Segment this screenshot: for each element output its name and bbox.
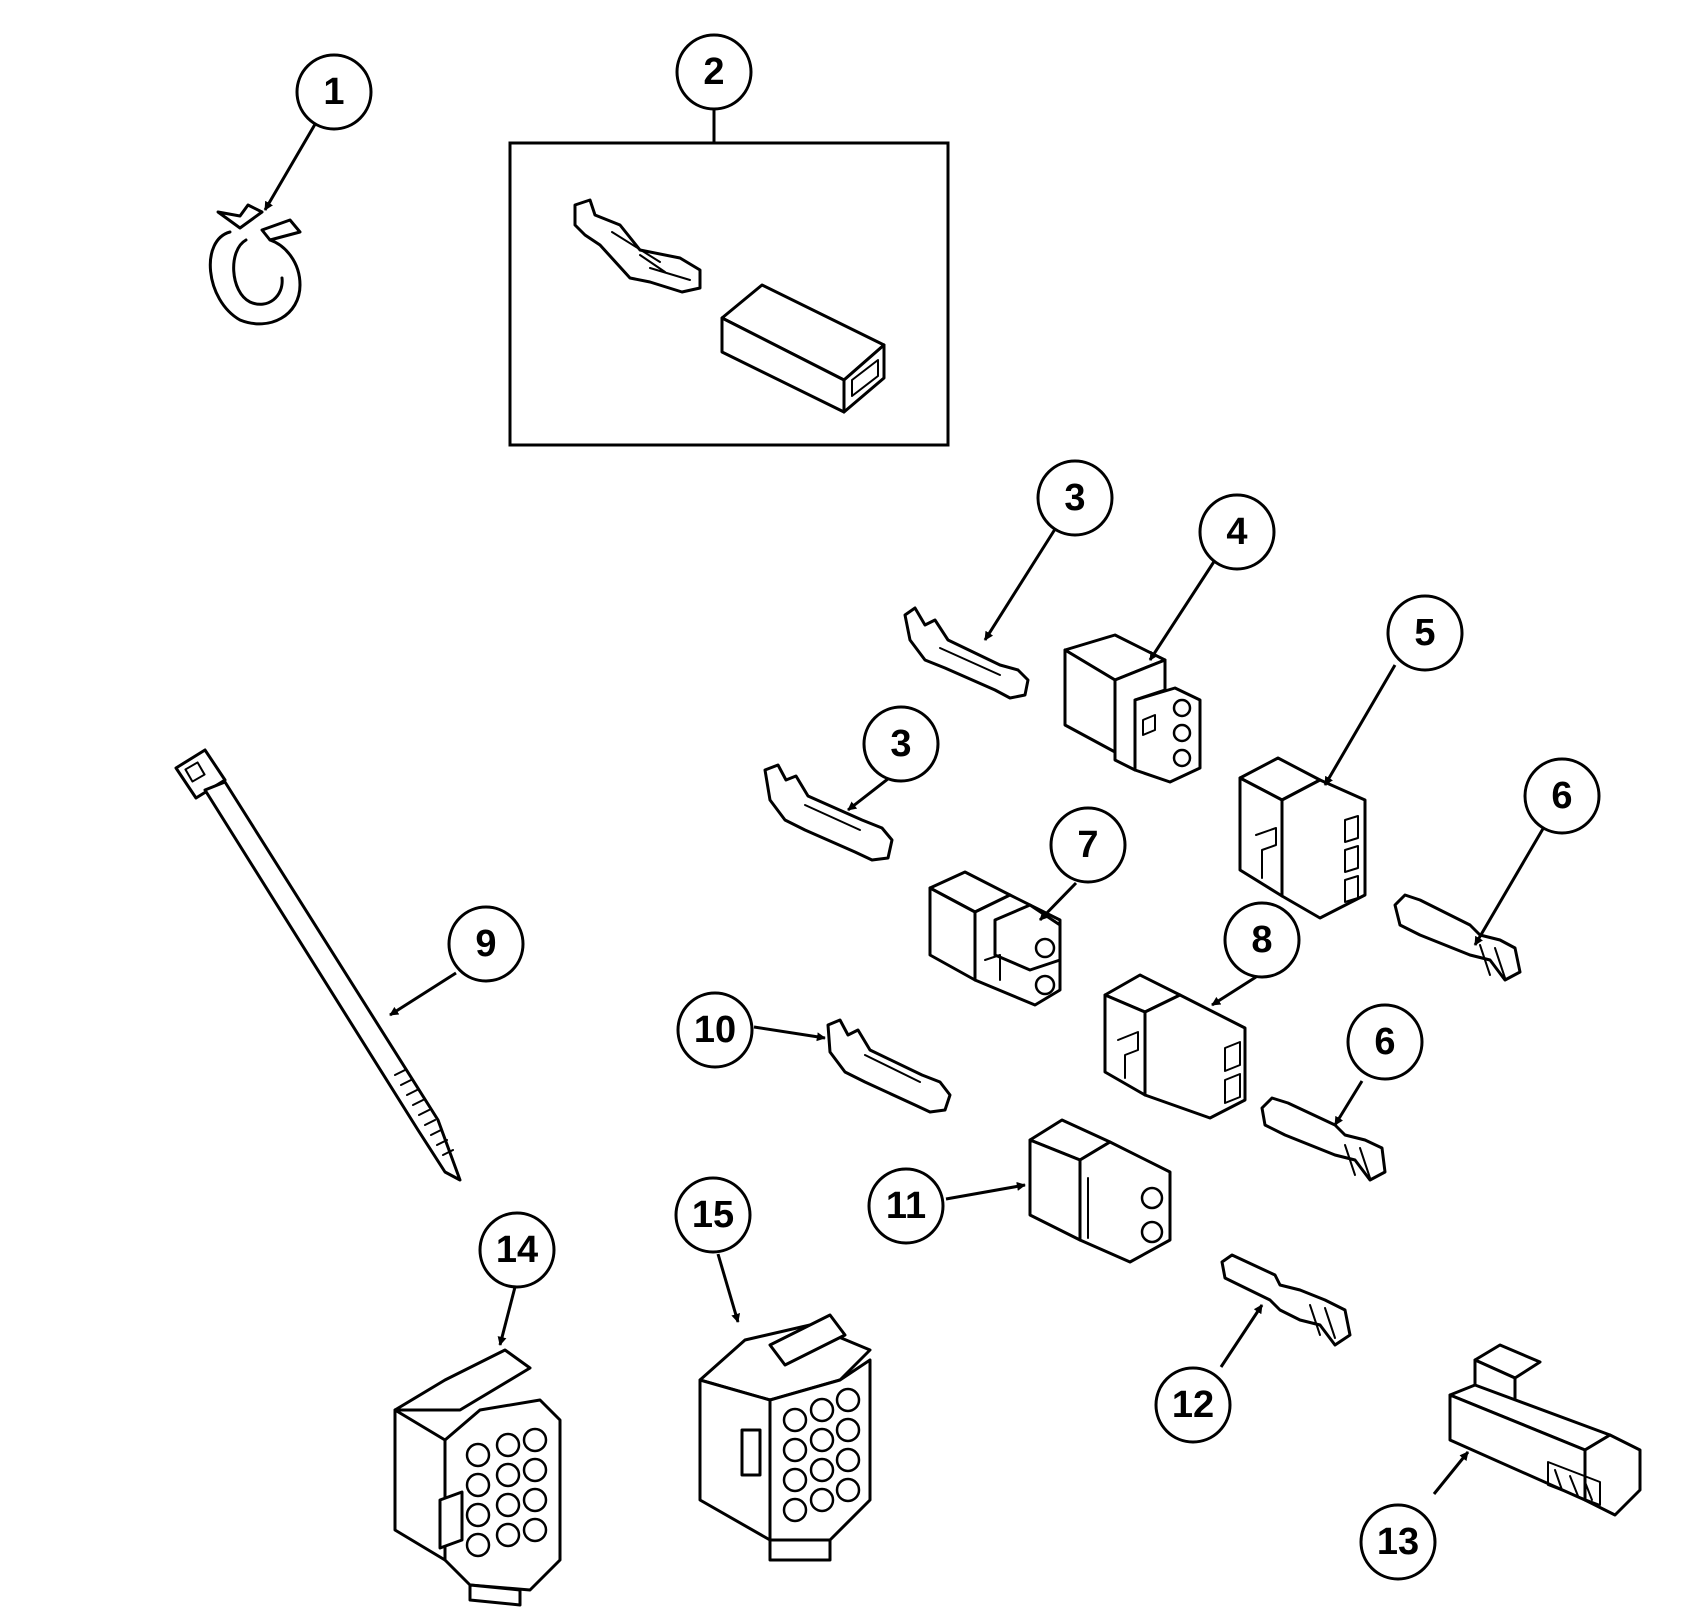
part-6-terminal-upper — [1393, 893, 1522, 982]
callout-6a-label: 6 — [1551, 775, 1572, 817]
callout-3b-label: 3 — [890, 723, 911, 765]
part-2-terminal-kit — [508, 106, 950, 447]
callout-14-label: 14 — [496, 1229, 538, 1271]
part-9-cable-tie — [174, 748, 462, 1182]
callout-3a: 3 — [1036, 459, 1114, 537]
insulator-sleeve — [720, 283, 886, 414]
callout-4: 4 — [1198, 493, 1276, 571]
callout-9: 9 — [447, 905, 525, 983]
callout-14: 14 — [478, 1211, 556, 1289]
part-7-two-pin-housing — [928, 870, 1062, 1007]
callout-13-label: 13 — [1377, 1521, 1419, 1563]
callout-9-label: 9 — [475, 923, 496, 965]
callout-3b: 3 — [862, 705, 940, 783]
callout-15-label: 15 — [692, 1194, 734, 1236]
callout-8-label: 8 — [1251, 919, 1272, 961]
callout-12: 12 — [1154, 1366, 1232, 1444]
part-8-two-pin-housing — [1103, 973, 1247, 1120]
callout-3a-label: 3 — [1064, 477, 1085, 519]
part-14-multipin-connector — [393, 1348, 562, 1607]
part-1-wire-clamp — [208, 203, 302, 326]
part-3-terminal-upper — [903, 606, 1030, 700]
part-15-multipin-connector — [698, 1313, 872, 1562]
callout-8: 8 — [1223, 901, 1301, 979]
part-10-terminal — [826, 1018, 952, 1114]
callout-7: 7 — [1049, 806, 1127, 884]
callout-2-label: 2 — [703, 51, 724, 93]
callout-2: 2 — [675, 33, 753, 111]
callout-11-label: 11 — [886, 1185, 926, 1227]
callout-13: 13 — [1359, 1503, 1437, 1581]
callout-6b: 6 — [1346, 1003, 1424, 1081]
kit-frame — [508, 141, 950, 447]
spade-terminal — [573, 198, 702, 294]
part-3-terminal-lower — [763, 763, 894, 862]
callout-10: 10 — [676, 991, 754, 1069]
leader-lines — [263, 113, 1546, 1495]
part-13-latched-housing — [1448, 1343, 1642, 1517]
callout-5-label: 5 — [1414, 612, 1435, 654]
part-5-three-pin-housing — [1238, 756, 1367, 920]
part-11-two-pin-housing — [1028, 1118, 1172, 1264]
callout-6b-label: 6 — [1374, 1021, 1395, 1063]
callout-10-label: 10 — [694, 1009, 736, 1051]
part-12-terminal — [1220, 1253, 1352, 1347]
callout-4-label: 4 — [1226, 511, 1247, 553]
part-4-three-pin-housing — [1063, 633, 1202, 784]
callout-1: 1 — [295, 53, 373, 131]
callout-15: 15 — [674, 1176, 752, 1254]
callout-6a: 6 — [1523, 757, 1601, 835]
part-6-terminal-lower — [1260, 1096, 1387, 1182]
callout-12-label: 12 — [1172, 1384, 1214, 1426]
callout-5: 5 — [1386, 594, 1464, 672]
callout-7-label: 7 — [1077, 824, 1098, 866]
callout-1-label: 1 — [323, 71, 344, 113]
callout-11: 11 — [867, 1167, 945, 1245]
